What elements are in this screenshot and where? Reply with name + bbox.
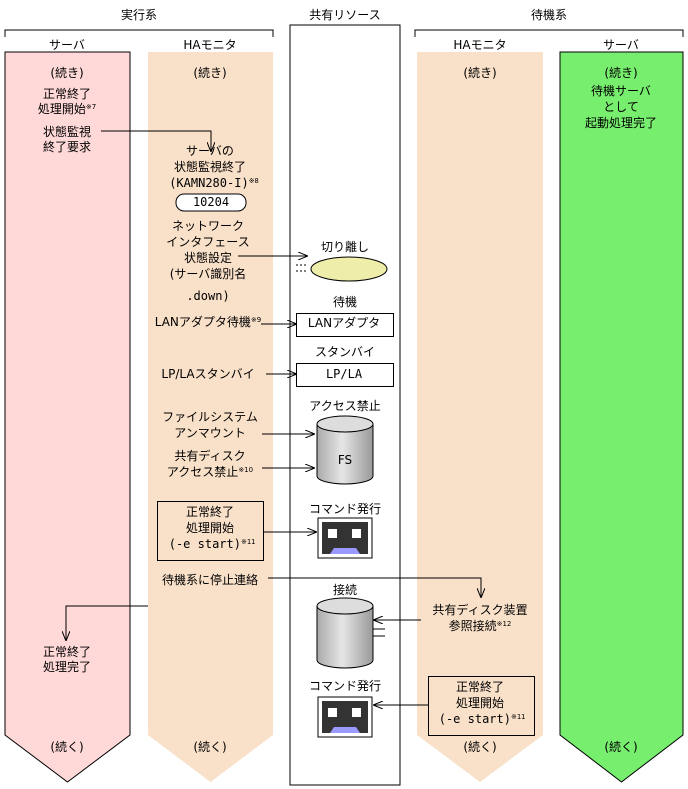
fs-line2: アンマウント — [174, 426, 246, 440]
monitor-end-line1: サーバの — [186, 144, 234, 158]
standby-cmd-box — [428, 676, 535, 736]
normal-end-start-line1: 正常終了 — [42, 87, 92, 101]
standby-ha-continued: (続き) — [463, 66, 497, 80]
active-cmd-line1: 正常終了 — [185, 505, 235, 519]
nic-line2: インタフェース — [166, 235, 250, 249]
access-denied-label: アクセス禁止 — [309, 399, 381, 413]
note-11b: ※11 — [510, 713, 526, 721]
message-code: 10204 — [192, 195, 230, 209]
shared-resources-title: 共有リソース — [309, 8, 381, 22]
note-9: ※9 — [250, 316, 262, 324]
lpla-box — [296, 363, 394, 387]
nic-line1: ネットワーク — [171, 219, 245, 233]
standby-cmd-line2: 処理開始 — [455, 696, 505, 710]
fs-line1: ファイルシステム — [162, 410, 258, 424]
active-ha-header: HAモニタ — [183, 38, 237, 52]
command-terminal-icon-2 — [317, 696, 373, 738]
active-ha-continued: (続き) — [193, 66, 227, 80]
standby-label: 待機 — [332, 295, 358, 309]
standby2-label: スタンバイ — [314, 345, 376, 359]
disk-line1: 共有ディスク — [174, 449, 246, 463]
nic-line4: (サーバ識別名 — [169, 267, 247, 281]
disk-ref-line2: 参照接続※12 — [448, 619, 512, 633]
monitor-request-line1: 状態監視 — [42, 125, 92, 139]
monitor-request-line2: 終了要求 — [42, 140, 92, 154]
standby-server-continued: (続き) — [604, 66, 638, 80]
arrow-notify-standby — [268, 577, 481, 597]
active-server-continued: (続き) — [50, 66, 84, 80]
standby-cmd-line1: 正常終了 — [455, 680, 505, 694]
lan-adapter-label: LANアダプタ — [307, 316, 381, 330]
standby-cmd-line3: (-e start)※11 — [438, 712, 526, 726]
network-interface-icon — [296, 256, 388, 282]
active-ha-lane — [148, 52, 273, 782]
complete-line2: 処理完了 — [42, 660, 92, 674]
nic-line3: 状態設定 — [183, 251, 233, 265]
active-cmd-box — [157, 501, 264, 561]
complete-line1: 正常終了 — [42, 645, 92, 659]
standby-ha-header: HAモニタ — [453, 38, 507, 52]
active-server-lane — [4, 51, 131, 783]
standby-server-continues: (続く) — [604, 740, 638, 754]
connected-disk-icon — [316, 597, 385, 669]
notify-standby-label: 待機系に停止連絡 — [161, 573, 259, 587]
lpla-label: LP/LA — [325, 367, 363, 381]
lan-wait-label: LANアダプタ待機※9 — [154, 315, 262, 329]
arrow-back-complete — [66, 605, 148, 640]
note-12: ※12 — [496, 620, 512, 628]
active-server-continues: (続く) — [50, 740, 84, 754]
fs-disk-icon — [316, 415, 374, 485]
standby-server-header: サーバ — [603, 38, 639, 52]
arrow-monitor-request — [101, 130, 211, 151]
standby-server-line2: として — [603, 100, 639, 114]
standby-ha-lane — [417, 52, 543, 782]
lan-adapter-box — [296, 313, 394, 337]
standby-server-lane — [559, 51, 684, 783]
standby-ha-continues: (続く) — [463, 740, 497, 754]
active-server-header: サーバ — [49, 38, 85, 52]
cmd-issue-label: コマンド発行 — [308, 502, 382, 516]
lpla-standby-label: LP/LAスタンバイ — [161, 367, 255, 381]
standby-system-title: 待機系 — [530, 8, 568, 22]
standby-server-line3: 起動処理完了 — [584, 116, 658, 130]
message-code-pill — [175, 193, 247, 212]
header-bracket-active — [4, 29, 274, 37]
fs-label: FS — [337, 453, 353, 467]
active-system-title: 実行系 — [120, 8, 158, 22]
monitor-end-line2: 状態監視終了 — [173, 160, 247, 174]
disk-ref-line1: 共有ディスク装置 — [432, 603, 528, 617]
normal-end-start-line2: 処理開始※7 — [37, 102, 97, 116]
note-10: ※10 — [238, 466, 254, 474]
active-cmd-line2: 処理開始 — [185, 521, 235, 535]
detach-label: 切り離し — [320, 240, 370, 254]
standby-server-line1: 待機サーバ — [591, 84, 651, 98]
active-cmd-line3: (-e start)※11 — [168, 537, 256, 551]
monitor-end-line3: (KAMN280-I)※8 — [169, 176, 259, 190]
nic-line5: .down) — [186, 289, 230, 303]
header-bracket-standby — [414, 29, 684, 37]
command-terminal-icon — [317, 517, 373, 559]
note-7: ※7 — [85, 103, 97, 111]
note-8: ※8 — [248, 177, 259, 185]
disk-line2: アクセス禁止※10 — [166, 465, 254, 479]
cmd-issue-label-2: コマンド発行 — [308, 679, 382, 693]
note-11: ※11 — [240, 538, 256, 546]
active-ha-continues: (続く) — [193, 740, 227, 754]
connect-label: 接続 — [332, 583, 358, 597]
